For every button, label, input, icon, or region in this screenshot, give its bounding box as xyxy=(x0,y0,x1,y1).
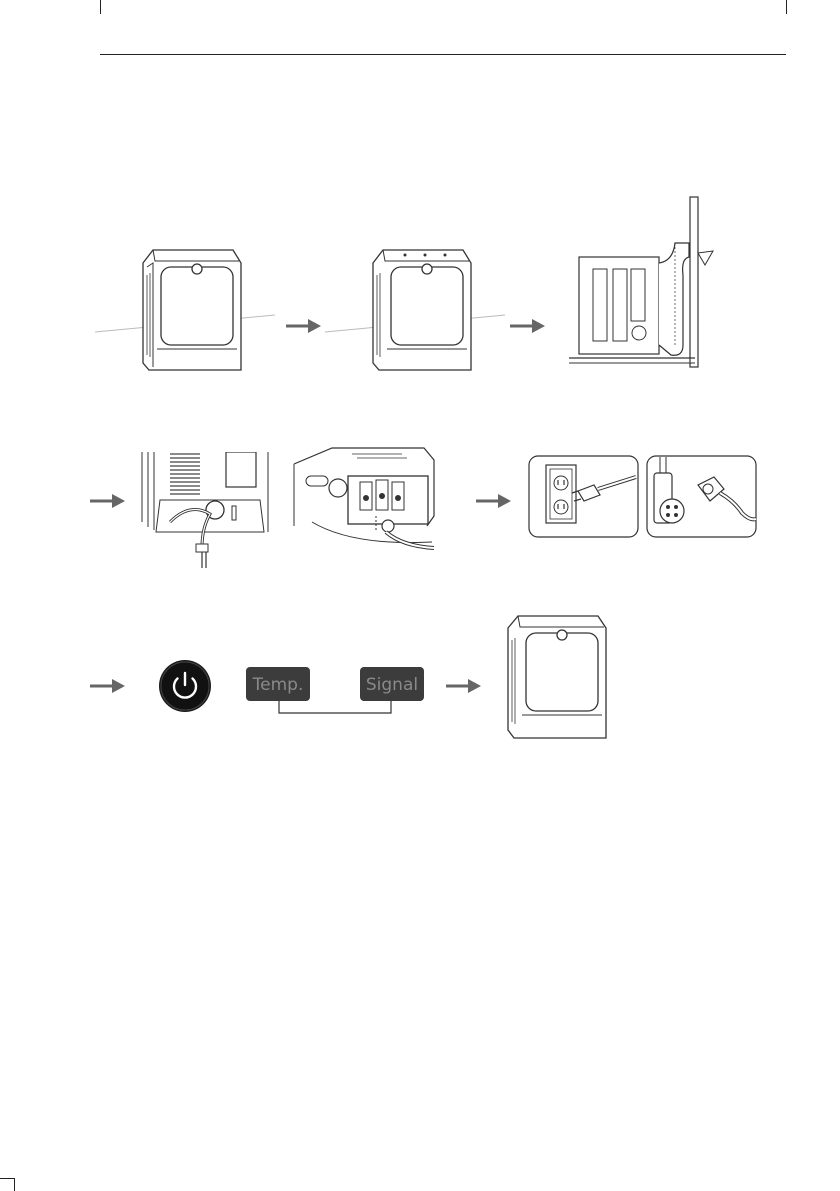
dryer-complete-illustration xyxy=(504,612,608,742)
dryer-top-view-illustration xyxy=(325,245,510,375)
water-hose-connection-illustration xyxy=(140,452,275,570)
wall-outlet-plug-illustration xyxy=(528,455,640,539)
dryer-exhaust-duct-illustration xyxy=(565,195,725,370)
crop-mark-left xyxy=(100,0,101,14)
right-arrow-icon xyxy=(90,678,126,699)
temp-signal-panel: Temp. Signal xyxy=(246,667,424,719)
dryer-power-cord-illustration xyxy=(646,455,758,539)
crop-mark-bottom-left xyxy=(14,1178,15,1191)
crop-mark-bottom-left-h xyxy=(0,1178,14,1179)
power-button[interactable] xyxy=(158,658,212,714)
temp-button-label: Temp. xyxy=(252,675,304,695)
right-arrow-icon xyxy=(90,493,126,514)
crop-mark-right xyxy=(786,0,787,14)
signal-button[interactable]: Signal xyxy=(360,667,424,701)
right-arrow-icon xyxy=(446,678,482,699)
right-arrow-icon xyxy=(286,318,322,339)
signal-button-label: Signal xyxy=(366,675,418,695)
temp-button[interactable]: Temp. xyxy=(246,667,310,701)
header-rule xyxy=(100,54,786,55)
dryer-level-illustration xyxy=(95,245,280,375)
terminal-block-illustration xyxy=(292,446,437,558)
right-arrow-icon xyxy=(476,493,512,514)
right-arrow-icon xyxy=(510,318,546,339)
